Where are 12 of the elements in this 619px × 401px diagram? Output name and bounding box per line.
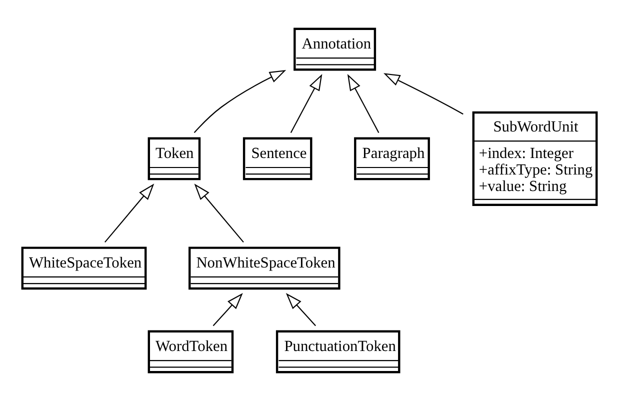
arrow (194, 70, 286, 134)
arrow (104, 184, 154, 243)
arrow (290, 74, 322, 133)
node-box: WordToken (148, 330, 234, 374)
node-box: WhiteSpaceToken (21, 246, 147, 290)
node-box: SubWordUnit +index: Integer +affixType: String +value: String (472, 111, 598, 206)
arrow (347, 74, 380, 133)
arrow (194, 184, 244, 243)
arrow (286, 293, 316, 326)
arrow (384, 73, 464, 115)
node-box: Token (148, 137, 201, 180)
arrow (212, 293, 243, 326)
